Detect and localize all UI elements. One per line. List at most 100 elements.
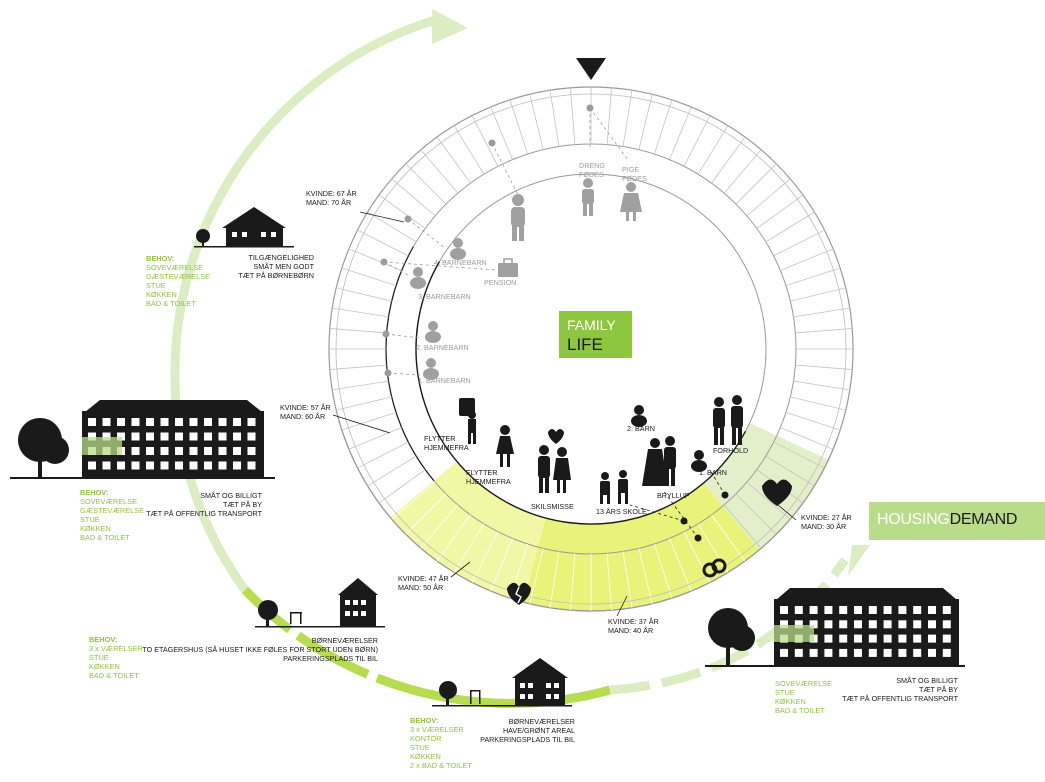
svg-text:FØDES: FØDES — [622, 174, 647, 183]
svg-text:BAD & TOILET: BAD & TOILET — [80, 533, 130, 542]
relationship-couple-icon — [713, 395, 743, 445]
window — [117, 432, 125, 441]
ring-tick — [790, 287, 846, 302]
ring-tick — [773, 229, 825, 257]
ring-tick — [780, 248, 834, 271]
svg-text:BAD & TOILET: BAD & TOILET — [146, 299, 196, 308]
ring-tick — [490, 106, 513, 160]
svg-text:1. BARNEBARN: 1. BARNEBARN — [418, 376, 471, 385]
family-house-illustration — [432, 658, 572, 707]
ring-tick — [549, 90, 560, 147]
svg-text:2. BARNEBARN: 2. BARNEBARN — [416, 343, 469, 352]
heart-icon — [762, 479, 792, 506]
svg-text:HAVE/GRØNT AREAL: HAVE/GRØNT AREAL — [503, 726, 575, 735]
ring-tick — [329, 328, 387, 334]
ring-tick — [490, 538, 513, 592]
window — [854, 620, 862, 629]
svg-text:STUE: STUE — [410, 743, 430, 752]
window — [218, 461, 227, 470]
baby-figure-icon-2 — [425, 321, 441, 343]
window — [247, 418, 256, 426]
window — [218, 418, 227, 426]
svg-text:PIGE: PIGE — [622, 165, 639, 174]
svg-text:PENSION: PENSION — [484, 278, 516, 287]
svg-text:SMÅT MEN GODT: SMÅT MEN GODT — [253, 262, 314, 271]
window — [898, 620, 907, 629]
window — [839, 648, 848, 657]
svg-text:2. BARN: 2. BARN — [627, 424, 655, 433]
ring-tick — [711, 136, 746, 184]
ring-tick — [378, 469, 426, 504]
housing-demand-label: HOUSINGDEMAND — [869, 502, 1045, 540]
svg-text:KVINDE: 27 ÅR: KVINDE: 27 ÅR — [801, 513, 852, 522]
ring-inner-arc-future-2 — [439, 173, 592, 262]
ring-tick — [341, 267, 397, 287]
ring-tick — [780, 427, 834, 450]
window — [189, 447, 198, 455]
ring-tick — [669, 538, 692, 592]
ring-tick — [622, 551, 633, 608]
ring-tick — [367, 211, 417, 243]
svg-text:TÆT PÅ BY: TÆT PÅ BY — [919, 685, 958, 694]
window — [883, 606, 892, 614]
window — [88, 461, 96, 470]
svg-text:DRENG: DRENG — [579, 161, 605, 170]
svg-text:MAND: 30 ÅR: MAND: 30 ÅR — [801, 522, 846, 531]
ring-tick — [332, 380, 389, 391]
window — [204, 447, 212, 455]
svg-text:PARKERINGSPLADS TIL BIL: PARKERINGSPLADS TIL BIL — [480, 735, 575, 744]
window — [913, 648, 922, 657]
age-marker-57: KVINDE: 57 ÅR MAND: 60 ÅR — [280, 403, 331, 421]
svg-text:KVINDE: 67 ÅR: KVINDE: 67 ÅR — [306, 189, 357, 198]
svg-text:3 x VÆRELSER: 3 x VÆRELSER — [410, 725, 464, 734]
window — [204, 432, 212, 441]
window — [189, 418, 198, 426]
window — [247, 432, 256, 441]
svg-text:TO ETAGERSHUS (SÅ HUSET IKKE F: TO ETAGERSHUS (SÅ HUSET IKKE FØLES FOR S… — [142, 645, 378, 654]
moving-out-figure-icon-2 — [496, 425, 514, 467]
svg-text:4. BARNEBARN: 4. BARNEBARN — [434, 258, 487, 267]
svg-text:KØKKEN: KØKKEN — [89, 662, 120, 671]
ring-tick — [471, 531, 499, 583]
apartment-block-right-illustration — [705, 588, 965, 667]
block-right-desc: SMÅT OG BILLIGT TÆT PÅ BY TÆT PÅ OFFENTL… — [842, 676, 958, 703]
small-house-needs: BEHOV: SOVEVÆRELSE GÆSTEVÆRELSE STUE KØK… — [146, 254, 210, 308]
baby-black-icon-2 — [631, 405, 647, 427]
ring-tick — [436, 136, 471, 184]
age-marker-lines — [332, 211, 797, 617]
age-marker-27: KVINDE: 27 ÅR MAND: 30 ÅR — [801, 513, 852, 531]
ring-tick — [606, 553, 612, 611]
svg-text:SOVEVÆRELSE: SOVEVÆRELSE — [775, 679, 832, 688]
age-marker-47: KVINDE: 47 ÅR MAND: 50 ÅR — [398, 574, 449, 592]
svg-text:13 ÅRS SKOLE: 13 ÅRS SKOLE — [596, 507, 647, 516]
ring-tick — [570, 553, 576, 611]
event-dots-grey — [380, 104, 594, 377]
svg-text:FLYTTER: FLYTTER — [424, 434, 455, 443]
girl-figure-icon — [620, 182, 642, 221]
svg-text:1. BARN: 1. BARN — [699, 468, 727, 477]
window — [883, 648, 892, 657]
svg-text:MAND: 40 ÅR: MAND: 40 ÅR — [608, 626, 653, 635]
wedding-rings-icon — [702, 558, 727, 578]
window — [218, 447, 227, 455]
ring-tick — [711, 514, 746, 562]
window — [780, 648, 788, 657]
ring-tick — [793, 380, 850, 391]
window — [942, 606, 951, 614]
ring-tick — [357, 441, 409, 469]
window — [854, 648, 862, 657]
ring-tick — [336, 396, 392, 411]
family-label-text: FAMILY — [567, 317, 616, 333]
window — [942, 634, 951, 643]
ring-tick — [785, 267, 841, 287]
ring-tick — [420, 504, 459, 549]
svg-text:STUE: STUE — [146, 281, 166, 290]
life-label-text: LIFE — [567, 335, 603, 354]
window — [913, 620, 922, 629]
ring-tick — [638, 94, 653, 150]
ring-tick — [391, 178, 436, 217]
ring-outer-inner-line — [335, 93, 847, 605]
svg-text:GÆSTEVÆRELSE: GÆSTEVÆRELSE — [146, 272, 210, 281]
window — [942, 620, 951, 629]
window — [854, 634, 862, 643]
